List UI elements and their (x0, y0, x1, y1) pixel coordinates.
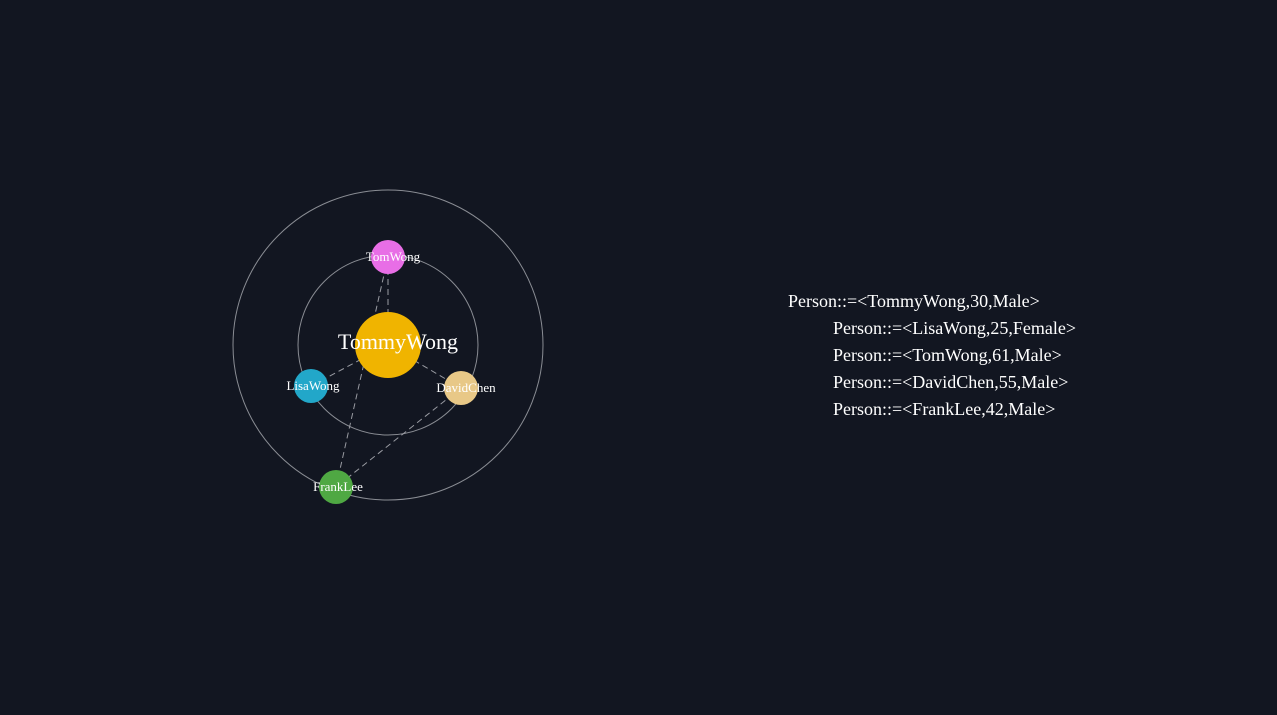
node-label: LisaWong (286, 378, 340, 393)
definition-line: Person::=<DavidChen,55,Male> (833, 372, 1069, 392)
node-davidchen[interactable]: DavidChen (436, 371, 496, 405)
definition-line: Person::=<TomWong,61,Male> (833, 345, 1062, 365)
node-label: DavidChen (436, 380, 496, 395)
node-circle[interactable] (319, 470, 353, 504)
outer-orbit-ring (232, 189, 544, 501)
link-davidchen-franklee (335, 387, 462, 488)
node-tommywong[interactable]: TommyWong (338, 312, 458, 378)
person-definitions: Person::=<TommyWong,30,Male> Person::=<L… (788, 288, 1076, 423)
node-label: TomWong (366, 249, 421, 264)
node-tomwong[interactable]: TomWong (366, 240, 421, 274)
node-lisawong[interactable]: LisaWong (286, 369, 340, 403)
node-franklee[interactable]: FrankLee (313, 470, 363, 504)
node-label: FrankLee (313, 479, 363, 494)
node-circle[interactable] (371, 240, 405, 274)
node-circle[interactable] (355, 312, 421, 378)
definition-line: Person::=<TommyWong,30,Male> (788, 291, 1040, 311)
node-label: TommyWong (338, 329, 458, 354)
node-circle[interactable] (294, 369, 328, 403)
definition-line: Person::=<FrankLee,42,Male> (833, 399, 1056, 419)
node-circle[interactable] (444, 371, 478, 405)
definition-line: Person::=<LisaWong,25,Female> (833, 318, 1076, 338)
